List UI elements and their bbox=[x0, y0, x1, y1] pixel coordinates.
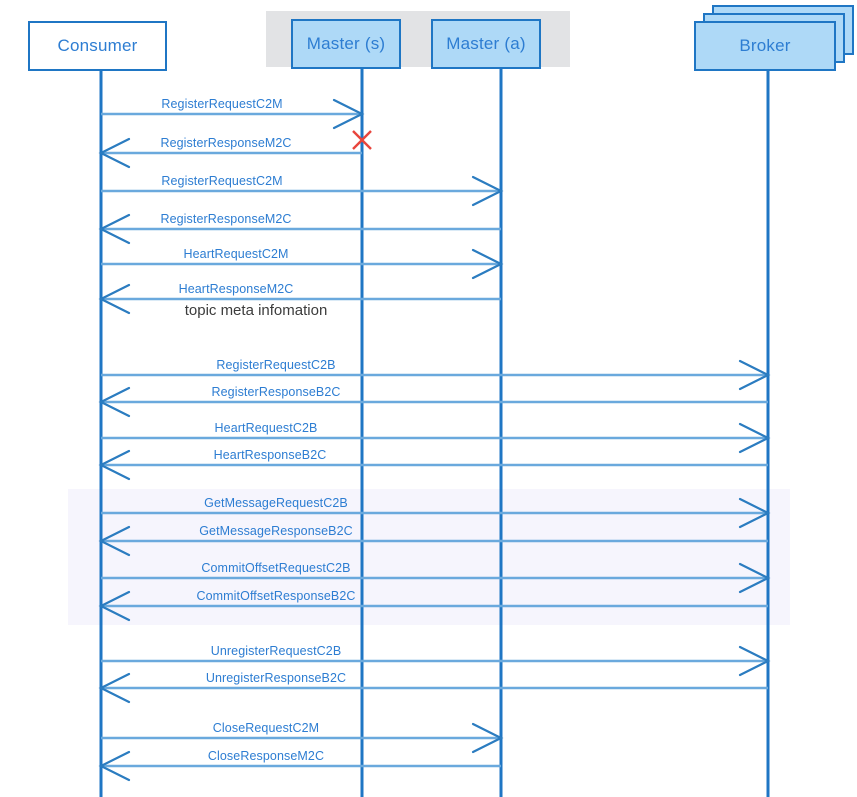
note-n1: topic meta infomation bbox=[184, 302, 328, 319]
message-label-m4: RegisterResponseM2C bbox=[160, 212, 292, 226]
message-arrow-m4 bbox=[98, 213, 501, 245]
arrowhead-m7 bbox=[738, 359, 771, 391]
message-label-m8: RegisterResponseB2C bbox=[211, 385, 341, 399]
participant-box-consumer[interactable]: Consumer bbox=[28, 21, 167, 71]
message-label-m1: RegisterRequestC2M bbox=[161, 97, 283, 111]
arrowhead-m8 bbox=[98, 386, 131, 418]
message-label-m3: RegisterRequestC2M bbox=[161, 174, 283, 188]
arrowhead-m4 bbox=[98, 213, 131, 245]
message-arrow-m15 bbox=[101, 645, 771, 677]
message-label-m17: CloseRequestC2M bbox=[212, 721, 320, 735]
message-label-m18: CloseResponseM2C bbox=[207, 749, 325, 763]
message-arrow-m1 bbox=[101, 98, 365, 130]
message-arrow-m2 bbox=[98, 137, 362, 169]
arrowhead-m17 bbox=[471, 722, 504, 754]
message-arrow-m9 bbox=[101, 422, 771, 454]
arrowhead-m2 bbox=[98, 137, 131, 169]
message-label-m10: HeartResponseB2C bbox=[213, 448, 327, 462]
delivery-failed-x-icon bbox=[352, 130, 372, 150]
participant-box-broker[interactable]: Broker bbox=[694, 21, 836, 71]
message-arrow-m18 bbox=[98, 750, 501, 782]
arrowhead-m9 bbox=[738, 422, 771, 454]
arrowhead-m13 bbox=[738, 562, 771, 594]
arrowhead-m11 bbox=[738, 497, 771, 529]
message-arrow-m8 bbox=[98, 386, 768, 418]
message-label-m2: RegisterResponseM2C bbox=[160, 136, 292, 150]
participant-label-consumer: Consumer bbox=[57, 36, 138, 55]
arrowhead-m10 bbox=[98, 449, 131, 481]
arrowhead-m5 bbox=[471, 248, 504, 280]
arrowhead-m15 bbox=[738, 645, 771, 677]
participant-label-master_s: Master (s) bbox=[306, 34, 386, 53]
participant-box-master_s[interactable]: Master (s) bbox=[291, 19, 401, 69]
message-label-m14: CommitOffsetResponseB2C bbox=[196, 589, 356, 603]
message-label-m13: CommitOffsetRequestC2B bbox=[201, 561, 351, 575]
participant-label-broker: Broker bbox=[739, 36, 791, 55]
message-label-m12: GetMessageResponseB2C bbox=[199, 524, 353, 538]
message-label-m15: UnregisterRequestC2B bbox=[210, 644, 342, 658]
participant-label-master_a: Master (a) bbox=[446, 34, 526, 53]
message-arrow-m14 bbox=[98, 590, 768, 622]
message-label-m5: HeartRequestC2M bbox=[183, 247, 289, 261]
message-label-m16: UnregisterResponseB2C bbox=[205, 671, 347, 685]
message-arrow-m11 bbox=[101, 497, 771, 529]
message-arrow-m3 bbox=[101, 175, 504, 207]
message-label-m9: HeartRequestC2B bbox=[214, 421, 318, 435]
participant-box-master_a[interactable]: Master (a) bbox=[431, 19, 541, 69]
message-arrow-m7 bbox=[101, 359, 771, 391]
message-loop-highlight-band bbox=[68, 489, 790, 625]
arrowhead-m16 bbox=[98, 672, 131, 704]
arrowhead-m12 bbox=[98, 525, 131, 557]
arrowhead-m14 bbox=[98, 590, 131, 622]
message-arrow-m16 bbox=[98, 672, 768, 704]
message-arrow-m10 bbox=[98, 449, 768, 481]
message-arrow-m5 bbox=[101, 248, 504, 280]
arrowhead-m6 bbox=[98, 283, 131, 315]
arrowhead-m3 bbox=[471, 175, 504, 207]
message-arrow-m12 bbox=[98, 525, 768, 557]
message-label-m7: RegisterRequestC2B bbox=[216, 358, 336, 372]
message-arrow-m17 bbox=[101, 722, 504, 754]
message-label-m6: HeartResponseM2C bbox=[178, 282, 294, 296]
arrowhead-m1 bbox=[332, 98, 365, 130]
message-label-m11: GetMessageRequestC2B bbox=[204, 496, 348, 510]
message-arrow-m6 bbox=[98, 283, 501, 315]
arrowhead-m18 bbox=[98, 750, 131, 782]
message-arrow-m13 bbox=[101, 562, 771, 594]
